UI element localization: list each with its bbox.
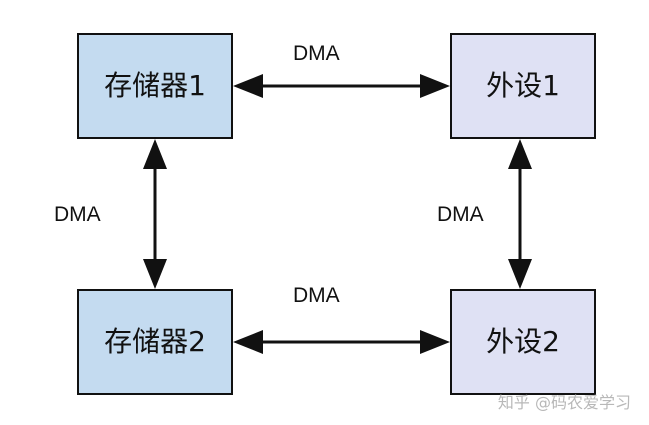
arrow-memory1-device1: [233, 74, 450, 98]
arrow-device1-device2: [508, 139, 532, 289]
edge-label-top: DMA: [293, 42, 340, 65]
edge-label-bottom: DMA: [293, 284, 340, 307]
arrow-memory2-device2: [233, 330, 450, 354]
device1-box: 外设1: [450, 33, 596, 139]
edge-label-right: DMA: [437, 203, 484, 226]
device2-label: 外设2: [486, 325, 560, 358]
memory2-label: 存储器2: [104, 325, 206, 358]
device2-box: 外设2: [450, 289, 596, 395]
memory1-label: 存储器1: [104, 69, 206, 102]
edge-label-left: DMA: [54, 203, 101, 226]
memory2-box: 存储器2: [77, 289, 233, 395]
memory1-box: 存储器1: [77, 33, 233, 139]
watermark: 知乎 @码农爱学习: [497, 393, 631, 412]
device1-label: 外设1: [486, 69, 560, 102]
arrow-memory1-memory2: [143, 139, 167, 289]
